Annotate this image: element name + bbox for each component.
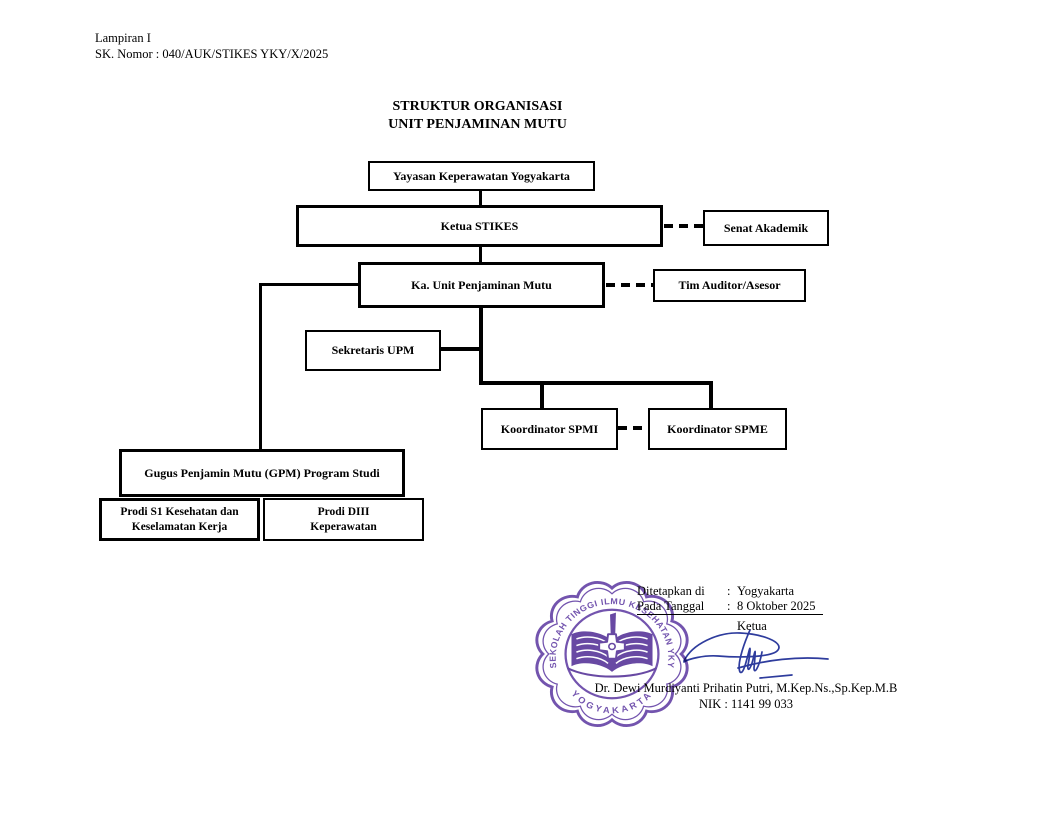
connector-kaupm-trunk [479, 306, 483, 385]
org-box-prodi-s1: Prodi S1 Kesehatan dan Keselamatan Kerja [99, 498, 260, 541]
org-box-tim-auditor: Tim Auditor/Asesor [653, 269, 806, 302]
signer-nik: NIK : 1141 99 033 [699, 697, 793, 711]
org-box-yayasan-label: Yayasan Keperawatan Yogyakarta [393, 168, 570, 183]
org-box-tim-auditor-label: Tim Auditor/Asesor [678, 278, 781, 292]
ditetapkan-colon: : [727, 584, 731, 598]
ditetapkan-row: Ditetapkan di : Yogyakarta [637, 584, 823, 599]
page-title: STRUKTUR ORGANISASI UNIT PENJAMINAN MUTU [330, 98, 625, 133]
org-box-koordinator-spme-label: Koordinator SPME [667, 421, 768, 436]
signer-block: Dr. Dewi Murdiyanti Prihatin Putri, M.Ke… [563, 681, 929, 712]
stamp-inner-circle [564, 608, 660, 700]
tanggal-value: 8 Oktober 2025 [737, 599, 816, 613]
org-box-gpm-label: Gugus Penjamin Mutu (GPM) Program Studi [144, 465, 380, 480]
connector-ketua-kaupm [479, 246, 482, 263]
connector-left-down-gpm [259, 283, 262, 450]
connector-drop-spmi [540, 384, 544, 409]
sk-nomor-label: SK. Nomor : 040/AUK/STIKES YKY/X/2025 [95, 47, 329, 61]
handwritten-signature [683, 629, 829, 679]
org-box-prodi-diii: Prodi DIII Keperawatan [263, 498, 424, 541]
org-box-ketua-stikes: Ketua STIKES [296, 205, 663, 247]
connector-drop-spme [709, 384, 713, 409]
org-box-senat-akademik-label: Senat Akademik [723, 220, 809, 235]
org-box-gpm: Gugus Penjamin Mutu (GPM) Program Studi [119, 449, 405, 497]
org-box-sekretaris-upm-label: Sekretaris UPM [331, 343, 415, 357]
org-box-prodi-s1-line2: Keselamatan Kerja [131, 520, 228, 533]
role-label: Ketua [737, 619, 767, 633]
org-box-koordinator-spmi-label: Koordinator SPMI [500, 421, 599, 436]
stamp-inner-scallop [542, 587, 682, 721]
org-box-koordinator-spmi: Koordinator SPMI [481, 408, 618, 450]
institution-stamp: SEKOLAH TINGGI ILMU KESEHATAN YKY YOGYAK… [535, 581, 689, 727]
connector-yayasan-ketua [479, 190, 482, 206]
org-box-koordinator-spme: Koordinator SPME [648, 408, 787, 450]
connector-dashed-kaupm-auditor [606, 283, 654, 287]
connector-dashed-spmi-spme [618, 426, 648, 430]
tanggal-colon: : [727, 599, 731, 613]
org-box-ka-upm-label: Ka. Unit Penjaminan Mutu [411, 277, 552, 292]
signer-name: Dr. Dewi Murdiyanti Prihatin Putri, M.Ke… [594, 681, 898, 695]
org-box-ketua-stikes-label: Ketua STIKES [440, 218, 519, 233]
title-line-1: STRUKTUR ORGANISASI [392, 99, 563, 114]
title-line-2: UNIT PENJAMINAN MUTU [388, 116, 567, 132]
org-box-yayasan: Yayasan Keperawatan Yogyakarta [368, 161, 595, 191]
org-box-prodi-diii-line1: Prodi DIII [317, 506, 370, 519]
org-box-ka-upm: Ka. Unit Penjaminan Mutu [358, 262, 605, 308]
org-box-prodi-s1-line1: Prodi S1 Kesehatan dan [120, 506, 239, 519]
org-box-prodi-diii-line2: Keperawatan [310, 520, 377, 533]
connector-kaupm-left [259, 283, 359, 286]
stamp-cross-icon [598, 633, 626, 660]
org-box-sekretaris-upm: Sekretaris UPM [305, 330, 441, 371]
connector-splitter [479, 381, 713, 385]
connector-sekretaris-trunk [439, 347, 482, 351]
ditetapkan-value: Yogyakarta [737, 584, 795, 598]
ditetapkan-label: Ditetapkan di [637, 584, 705, 598]
stamp-outer-scallop [535, 581, 689, 727]
connector-dashed-ketua-senat [664, 224, 704, 228]
org-box-senat-akademik: Senat Akademik [703, 210, 829, 246]
lampiran-label: Lampiran I [95, 31, 151, 45]
